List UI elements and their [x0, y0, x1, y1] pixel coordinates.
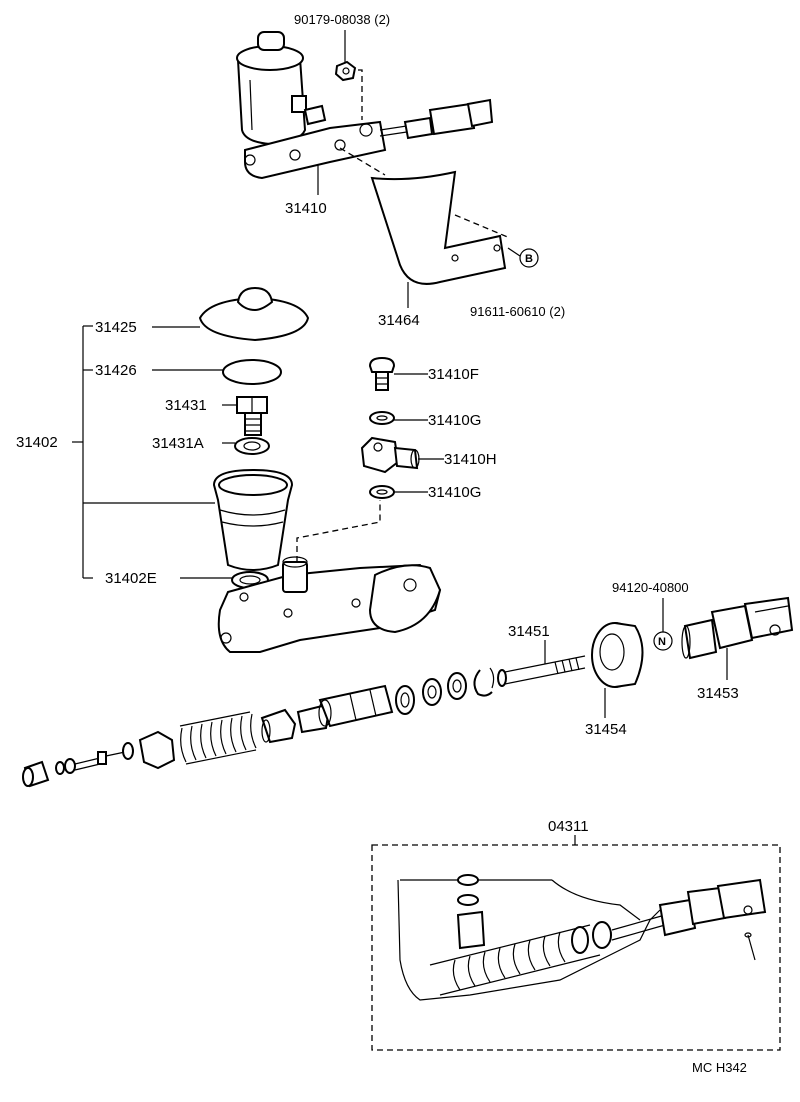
label-31431a: 31431A [152, 435, 204, 452]
bracket-31464 [370, 170, 507, 285]
boot-31454 [591, 622, 644, 688]
label-31453: 31453 [697, 685, 739, 702]
washer-31410g-2 [369, 485, 395, 499]
label-31431: 31431 [165, 397, 207, 414]
repair-kit-box-04311 [371, 844, 781, 1051]
label-31410g-2: 31410G [428, 484, 481, 501]
label-04311: 04311 [548, 818, 589, 835]
washer-31410g-1 [369, 411, 395, 425]
nut-90179 [334, 30, 357, 82]
label-31426: 31426 [95, 362, 137, 379]
union-fitting-31410h [360, 436, 420, 474]
label-31464: 31464 [378, 312, 420, 329]
label-31402: 31402 [16, 434, 58, 451]
reservoir-31402 [212, 468, 294, 571]
label-31410h: 31410H [444, 451, 497, 468]
reservoir-cap-31425 [198, 286, 310, 342]
washer-31431a [234, 437, 270, 455]
diagram-code: MC H342 [692, 1060, 747, 1075]
union-bolt-31410f [368, 356, 396, 391]
label-31451: 31451 [508, 623, 550, 640]
seal-disc-31426 [222, 359, 282, 385]
label-31410g-1: 31410G [428, 412, 481, 429]
cylinder-body [217, 556, 442, 653]
label-91611-60610: 91611-60610 (2) [470, 304, 565, 319]
push-rod-31451 [497, 655, 586, 687]
master-cylinder-assembly-31410 [236, 31, 494, 180]
internal-parts-row [22, 667, 495, 788]
circle-b-marker: B [519, 248, 539, 268]
svg-text:N: N [658, 636, 666, 648]
label-31410f: 31410F [428, 366, 479, 383]
label-31425: 31425 [95, 319, 137, 336]
clevis-31453 [681, 596, 794, 660]
circle-n-marker: N [653, 631, 673, 651]
label-90179-08038: 90179-08038 (2) [294, 12, 390, 27]
svg-text:B: B [525, 253, 533, 265]
label-31454: 31454 [585, 721, 627, 738]
label-31402e: 31402E [105, 570, 157, 587]
label-94120-40800: 94120-40800 [612, 580, 689, 595]
bolt-31431 [236, 396, 268, 436]
label-31410: 31410 [285, 200, 327, 217]
